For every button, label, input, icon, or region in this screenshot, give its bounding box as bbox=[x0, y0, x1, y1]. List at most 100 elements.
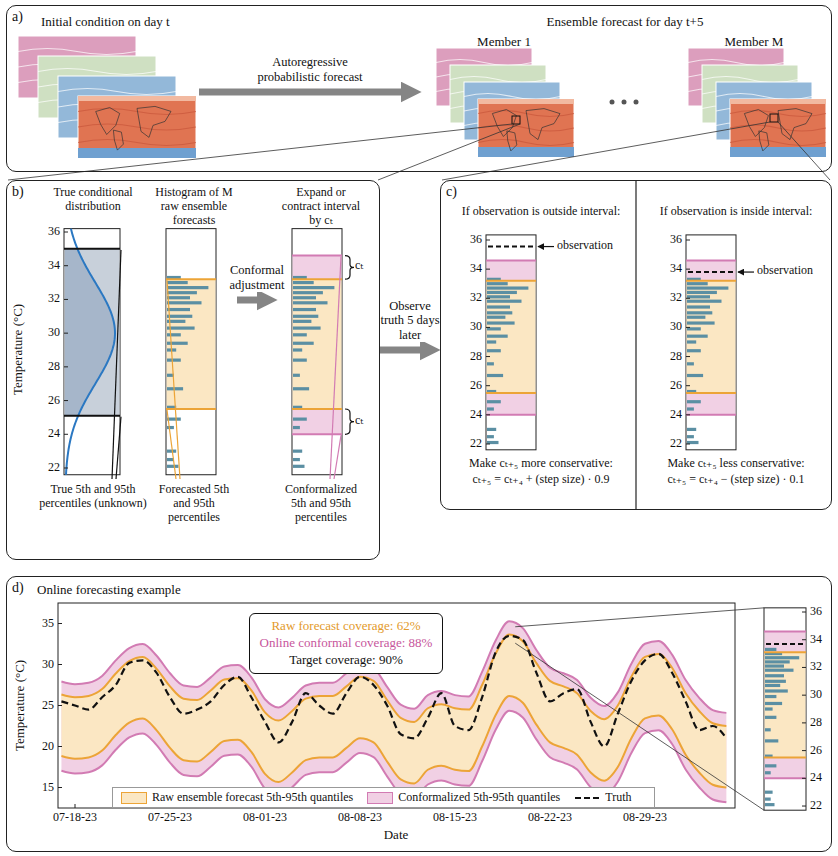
ellipsis-dot bbox=[610, 100, 615, 105]
body-text: Forecasted 5th and 95th percentiles bbox=[151, 483, 237, 524]
tick-label: 08-22-23 bbox=[515, 811, 585, 825]
histogram-bar bbox=[487, 321, 515, 324]
tick-mark bbox=[802, 778, 806, 779]
leader-line bbox=[116, 417, 121, 479]
histogram-bar bbox=[687, 400, 701, 403]
raw-band bbox=[765, 652, 806, 757]
histogram-bar bbox=[487, 374, 503, 377]
true-percentile-line bbox=[64, 248, 120, 250]
histogram-bar bbox=[487, 305, 510, 308]
tick-mark bbox=[486, 385, 490, 386]
tick-label: 36 bbox=[652, 233, 682, 247]
tick-mark bbox=[486, 240, 490, 241]
histogram-bar bbox=[293, 374, 300, 377]
zoom-square bbox=[770, 114, 778, 122]
tick-mark bbox=[64, 299, 68, 300]
tick-mark bbox=[486, 269, 490, 270]
histogram-bar bbox=[687, 407, 694, 410]
legend-swatch bbox=[367, 792, 393, 804]
histogram-bar bbox=[293, 450, 302, 453]
tick-label: 32 bbox=[452, 291, 482, 305]
map-layer bbox=[78, 96, 196, 158]
histogram-bar bbox=[765, 739, 778, 742]
observation-line bbox=[488, 246, 534, 248]
tick-label: 34 bbox=[810, 633, 832, 647]
raw-quantile-line bbox=[61, 696, 726, 788]
tick-mark bbox=[686, 443, 690, 444]
conformal-quantile-line bbox=[292, 255, 342, 257]
map-texture bbox=[78, 124, 196, 130]
tick-label: 30 bbox=[452, 320, 482, 334]
histogram-bar bbox=[293, 458, 300, 461]
tick-mark bbox=[686, 414, 690, 415]
map-layer bbox=[730, 99, 826, 157]
conformal-band bbox=[765, 758, 806, 779]
histogram-bar bbox=[293, 315, 318, 318]
tick-label: 26 bbox=[30, 394, 60, 408]
histogram-bar bbox=[293, 326, 321, 329]
raw-quantile-line bbox=[166, 278, 216, 280]
histogram-bar bbox=[293, 418, 307, 421]
histogram-bar bbox=[765, 728, 771, 731]
histogram-bar bbox=[167, 359, 181, 362]
tick-label: 28 bbox=[810, 716, 832, 730]
tick-mark bbox=[486, 327, 490, 328]
map-texture bbox=[78, 140, 196, 146]
histogram-bar bbox=[167, 315, 192, 318]
legend-line bbox=[575, 797, 599, 799]
legend-item: Raw ensemble forecast 5th-95th quantiles bbox=[121, 790, 353, 805]
histogram-bar bbox=[765, 664, 784, 667]
histogram-bar bbox=[487, 400, 501, 403]
map-texture bbox=[730, 125, 826, 131]
plot-frame bbox=[166, 229, 216, 475]
tick-label: 32 bbox=[30, 292, 60, 306]
coverage-text: Target coverage: 90% bbox=[260, 652, 433, 669]
tick-mark bbox=[802, 639, 806, 640]
histogram-bar bbox=[765, 648, 776, 651]
conformal-quantile-line bbox=[686, 259, 736, 261]
legend-text: Truth bbox=[605, 790, 631, 805]
ellipsis-dot bbox=[634, 100, 639, 105]
conformal-quantile-line bbox=[486, 259, 536, 261]
tick-mark bbox=[58, 787, 62, 788]
tick-mark bbox=[686, 269, 690, 270]
histogram-bar bbox=[167, 308, 190, 311]
histogram-bar bbox=[687, 321, 715, 324]
flow-arrow bbox=[199, 89, 409, 96]
map-polar-band bbox=[478, 99, 574, 104]
leader-line bbox=[167, 280, 180, 479]
observation-line bbox=[766, 643, 804, 645]
panel-box: Initial condition on day tMember 1Member… bbox=[6, 5, 832, 172]
coverage-text: Raw forecast coverage: 62% bbox=[260, 618, 433, 635]
tick-mark bbox=[802, 806, 806, 807]
body-text: Conformalized 5th and 95th percentiles bbox=[277, 483, 365, 524]
tick-label: 08-15-23 bbox=[420, 811, 490, 825]
legend-item: Conformalized 5th-95th quantiles bbox=[367, 790, 560, 805]
tick-label: 20 bbox=[24, 740, 54, 754]
figure-region: Histogram of M raw ensemble forecastsFor… bbox=[151, 185, 237, 557]
tick-label: 22 bbox=[652, 437, 682, 451]
histogram-bar bbox=[293, 387, 309, 390]
histogram-bar bbox=[765, 707, 773, 710]
conformal-quantile-line bbox=[764, 630, 806, 632]
histogram-bar bbox=[765, 674, 784, 677]
tick-label: 15 bbox=[24, 781, 54, 795]
raw-quantile-line bbox=[764, 757, 806, 759]
tick-label: 07-25-23 bbox=[135, 811, 205, 825]
panel-box: If observation is outside interval:Make … bbox=[440, 180, 832, 510]
tick-mark bbox=[686, 298, 690, 299]
map-texture bbox=[58, 89, 176, 95]
histogram-bar bbox=[487, 362, 494, 365]
figure-region: Member 1 bbox=[429, 31, 579, 165]
tick-label: 32 bbox=[652, 291, 682, 305]
histogram-bar bbox=[167, 418, 181, 421]
raw-quantile-line bbox=[486, 280, 536, 282]
tick-mark bbox=[64, 232, 68, 233]
heading-text: Histogram of M raw ensemble forecasts bbox=[151, 186, 237, 227]
histogram-bar bbox=[765, 798, 771, 801]
body-text: Online forecasting example bbox=[37, 583, 337, 598]
tick-mark bbox=[686, 240, 690, 241]
histogram-bar bbox=[765, 669, 794, 672]
map-polar-band bbox=[730, 99, 826, 104]
